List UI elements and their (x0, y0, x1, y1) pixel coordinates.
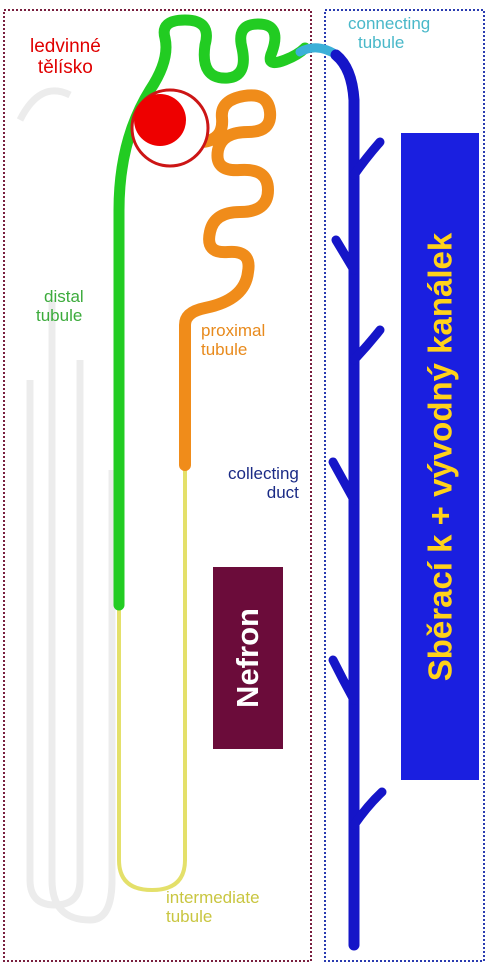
distal-tubule (113, 14, 311, 611)
collecting-duct (330, 49, 360, 951)
intermediate-tubule (117, 465, 187, 893)
renal-corpuscle-label: ledvinné tělísko (30, 36, 101, 79)
glomerulus (134, 94, 186, 146)
collecting-system-title: Sběrací k + vývodný kanálek (421, 232, 459, 681)
intermediate-tubule-label: intermediate tubule (166, 888, 260, 927)
proximal-tubule (179, 89, 277, 471)
distal-tubule-label: distal tubule (36, 287, 84, 326)
collecting-system-title-box: Sběrací k + vývodný kanálek (401, 133, 479, 780)
connecting-tubule-label: connecting tubule (348, 14, 431, 53)
background-nephrons (16, 87, 116, 924)
proximal-tubule-label: proximal tubule (201, 321, 266, 360)
nefron-title: Nefron (230, 608, 266, 708)
nefron-title-box: Nefron (213, 567, 283, 749)
collecting-duct-branches (328, 137, 387, 830)
collecting-duct-label: collecting duct (228, 464, 299, 503)
nephron-frame (3, 9, 312, 962)
collecting-frame (324, 9, 485, 962)
